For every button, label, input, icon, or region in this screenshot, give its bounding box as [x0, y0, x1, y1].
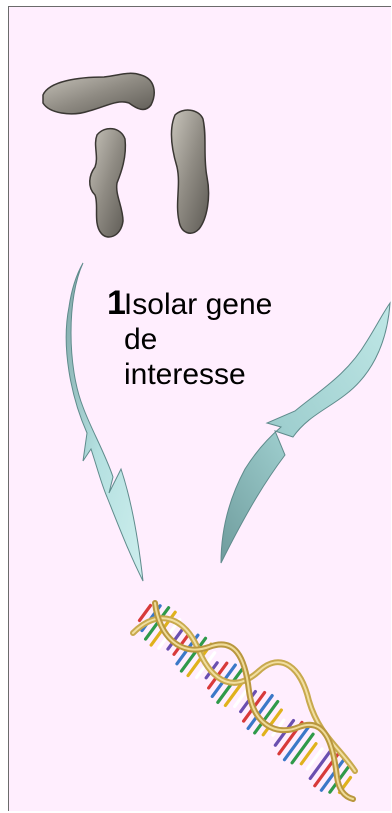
dna-base-pair — [310, 750, 331, 779]
caption-line-1: Isolar gene — [122, 288, 272, 321]
chromosome-left-vertical — [90, 129, 126, 237]
caption-line-2: de — [107, 322, 347, 357]
caption-line-3: interesse — [107, 357, 347, 392]
step-number: 1 — [107, 284, 122, 322]
chromosome-right-vertical — [171, 110, 208, 233]
dna-base-pair — [292, 734, 313, 763]
illustration-canvas — [9, 7, 391, 811]
slide-panel: 1Isolar gene de interesse — [8, 6, 391, 811]
chromosome-horizontal — [43, 73, 154, 114]
dna-base-pairs — [140, 606, 351, 793]
dna-double-helix — [133, 603, 355, 799]
step-caption: 1Isolar gene de interesse — [107, 286, 347, 392]
chromosome-micrograph — [43, 73, 209, 237]
